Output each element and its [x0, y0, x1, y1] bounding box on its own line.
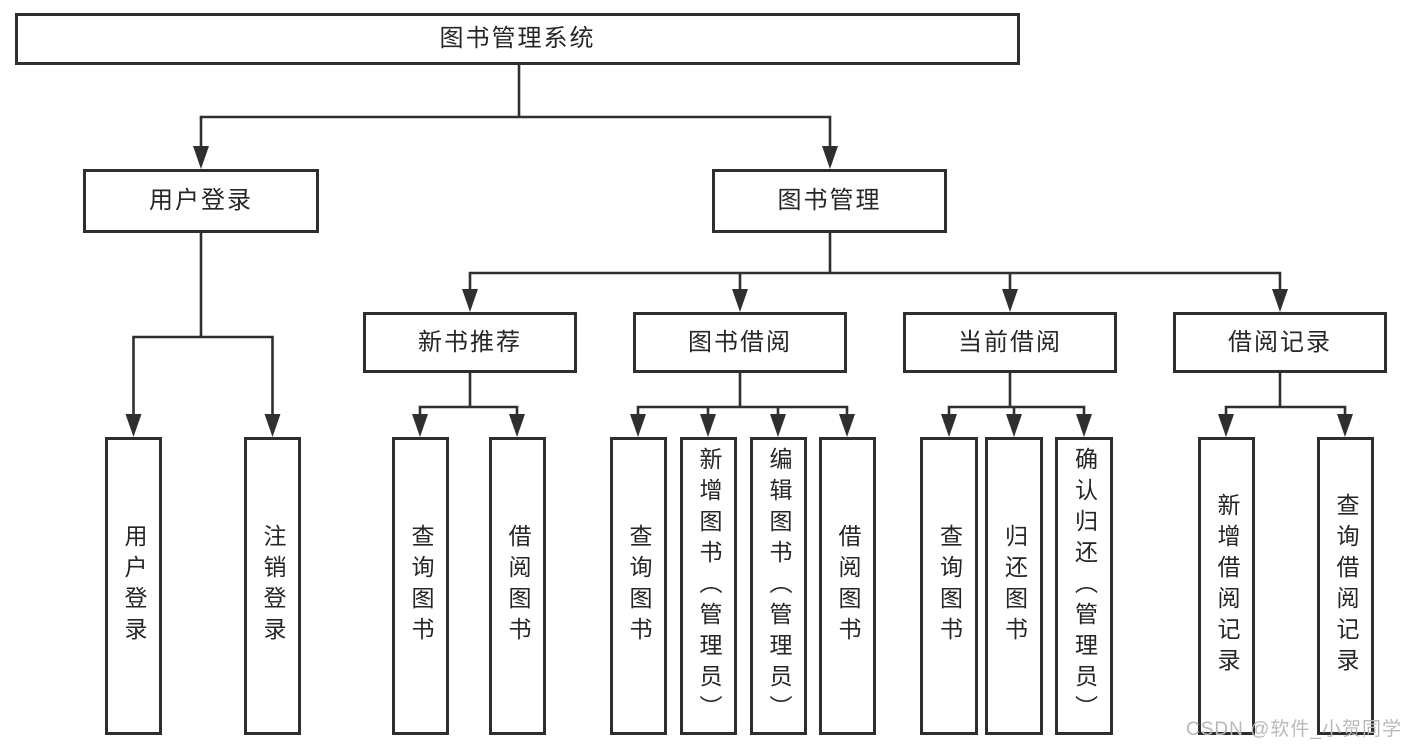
arrowhead-icon	[1337, 414, 1353, 437]
node-borrow-books-recommend: 借阅图书	[489, 437, 546, 735]
connector-user-login-to-leaves	[125, 231, 281, 437]
connector-root-to-level2	[193, 63, 838, 169]
connector-line	[132, 231, 274, 420]
connector-line	[199, 63, 832, 152]
node-edit-books-admin: 编辑图书（管理员）	[750, 437, 807, 735]
arrowhead-icon	[264, 414, 281, 437]
node-library-management-system: 图书管理系统	[15, 13, 1020, 65]
node-query-books-current: 查询图书	[920, 437, 978, 735]
connector-book-borrowing-to-leaves	[630, 371, 855, 437]
arrowhead-icon	[941, 414, 957, 437]
connector-new-book-recommendation-to-leaves	[412, 371, 525, 437]
connector-borrowing-records-to-leaves	[1218, 371, 1353, 437]
node-current-borrowing: 当前借阅	[903, 312, 1117, 373]
node-user-login-leaf: 用户登录	[105, 437, 162, 735]
arrowhead-icon	[193, 146, 209, 169]
csdn-watermark: CSDN @软件_小贺同学	[1186, 719, 1402, 740]
connector-book-management-to-level3	[462, 231, 1288, 312]
node-book-borrowing: 图书借阅	[633, 312, 847, 373]
arrowhead-icon	[1002, 289, 1018, 312]
node-confirm-return-admin: 确认归还（管理员）	[1055, 437, 1113, 735]
connector-line	[1224, 371, 1347, 420]
arrowhead-icon	[1272, 289, 1288, 312]
arrowhead-icon	[509, 414, 525, 437]
node-user-login: 用户登录	[83, 169, 319, 233]
arrowhead-icon	[1006, 414, 1022, 437]
node-book-management: 图书管理	[712, 169, 947, 233]
node-query-books-recommend: 查询图书	[392, 437, 449, 735]
node-add-borrow-record: 新增借阅记录	[1198, 437, 1255, 735]
arrowhead-icon	[1218, 414, 1234, 437]
node-borrow-books: 借阅图书	[819, 437, 876, 735]
connector-line	[468, 231, 1282, 295]
node-query-books-borrowing: 查询图书	[610, 437, 667, 735]
arrowhead-icon	[462, 289, 478, 312]
arrowhead-icon	[700, 414, 716, 437]
arrowhead-icon	[839, 414, 855, 437]
node-borrowing-records: 借阅记录	[1173, 312, 1387, 373]
arrowhead-icon	[822, 146, 838, 169]
node-query-borrow-record: 查询借阅记录	[1317, 437, 1374, 735]
arrowhead-icon	[732, 289, 748, 312]
node-return-books: 归还图书	[985, 437, 1043, 735]
arrowhead-icon	[770, 414, 786, 437]
node-logout: 注销登录	[244, 437, 301, 735]
connector-current-borrowing-to-leaves	[941, 371, 1092, 437]
node-new-book-recommendation: 新书推荐	[363, 312, 577, 373]
arrowhead-icon	[1076, 414, 1092, 437]
arrowhead-icon	[125, 414, 142, 437]
node-add-books-admin: 新增图书（管理员）	[680, 437, 737, 735]
arrowhead-icon	[412, 414, 428, 437]
connector-line	[947, 371, 1086, 420]
arrowhead-icon	[630, 414, 646, 437]
connector-line	[418, 371, 519, 420]
connector-line	[636, 371, 849, 420]
